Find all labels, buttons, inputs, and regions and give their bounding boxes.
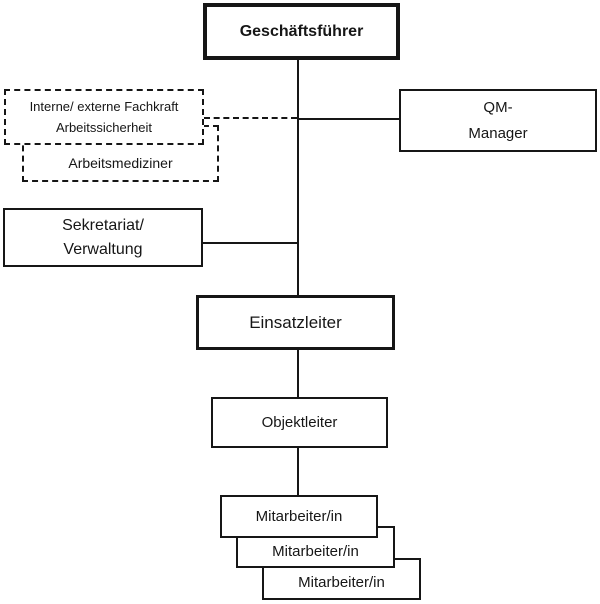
- node-fachkraft-arbeitssicherheit: Interne/ externe Fachkraft Arbeitssicher…: [4, 89, 204, 145]
- node-mitarbeiter-1: Mitarbeiter/in: [220, 495, 378, 538]
- connector-qm-manager: [297, 118, 399, 120]
- node-arbeitsmediziner-label: Arbeitsmediziner: [68, 155, 173, 171]
- connector-sekretariat: [202, 242, 298, 244]
- node-geschaeftsfuehrer: Geschäftsführer: [203, 3, 400, 60]
- node-fachkraft-line1: Interne/ externe Fachkraft: [29, 99, 179, 114]
- node-fachkraft-line2: Arbeitssicherheit: [55, 120, 153, 135]
- connector-dashed-fachkraft: [204, 117, 297, 119]
- node-mitarbeiter-2-label: Mitarbeiter/in: [272, 543, 359, 560]
- node-sekretariat-line2: Verwaltung: [63, 240, 143, 258]
- node-objektleiter: Objektleiter: [211, 397, 388, 448]
- node-einsatzleiter-label: Einsatzleiter: [249, 312, 342, 332]
- node-sekretariat-verwaltung: Sekretariat/ Verwaltung: [3, 208, 203, 267]
- node-objektleiter-label: Objektleiter: [261, 413, 338, 431]
- node-mitarbeiter-1-label: Mitarbeiter/in: [255, 507, 343, 525]
- node-sekretariat-line1: Sekretariat/: [62, 216, 144, 234]
- connector-geschaeftsfuehrer-einsatzleiter: [297, 59, 299, 296]
- node-qm-manager: QM- Manager: [399, 89, 597, 152]
- node-qm-manager-line1: QM-: [483, 98, 513, 116]
- connector-objektleiter-mitarbeiter: [297, 446, 299, 496]
- node-qm-manager-line2: Manager: [468, 124, 528, 142]
- node-mitarbeiter-3-label: Mitarbeiter/in: [298, 574, 385, 591]
- connector-einsatzleiter-objektleiter: [297, 349, 299, 398]
- node-geschaeftsfuehrer-label: Geschäftsführer: [239, 22, 364, 40]
- node-einsatzleiter: Einsatzleiter: [196, 295, 395, 350]
